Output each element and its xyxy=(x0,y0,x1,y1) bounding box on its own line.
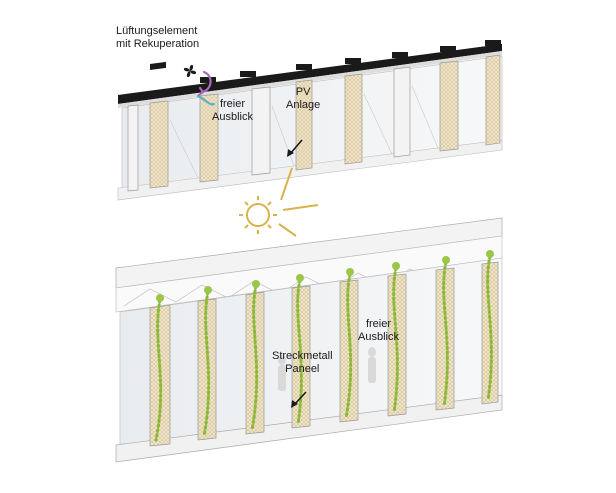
ventilation-label-line2: mit Rekuperation xyxy=(116,38,200,50)
pv-label: PV Anlage xyxy=(286,86,320,112)
arrow-icon xyxy=(291,391,307,408)
sun-icon xyxy=(239,167,319,237)
ventilation-label-line1: Lüftungselement xyxy=(116,25,198,37)
lower-facade xyxy=(115,217,503,463)
ventilation-label: Lüftungselement mit Rekuperation xyxy=(116,25,199,51)
mesh-panel-line2: Paneel xyxy=(285,363,320,375)
fan-icon xyxy=(183,64,197,78)
free-view-bottom-label: freier Ausblick xyxy=(358,318,399,344)
upper-facade xyxy=(117,40,503,201)
pv-label-line1: PV xyxy=(295,86,311,98)
free-view-bottom-line1: freier xyxy=(365,318,392,330)
free-view-bottom-line2: Ausblick xyxy=(358,331,399,343)
pv-label-line2: Anlage xyxy=(286,99,321,111)
free-view-top-label: freier Ausblick xyxy=(212,98,253,124)
roof-caps xyxy=(150,40,501,83)
plant-tops xyxy=(156,250,494,302)
mesh-panel-line1: Streckmetall xyxy=(272,350,333,362)
arrow-icon xyxy=(287,139,303,157)
free-view-top-line1: freier xyxy=(219,98,246,110)
climbing-plants xyxy=(154,254,493,442)
person-silhouettes xyxy=(278,347,376,391)
free-view-top-line2: Ausblick xyxy=(212,111,253,123)
airflow-arrow-icon xyxy=(196,70,216,106)
mesh-panel-label: Streckmetall Paneel xyxy=(272,350,333,376)
roof-edge xyxy=(118,44,502,104)
